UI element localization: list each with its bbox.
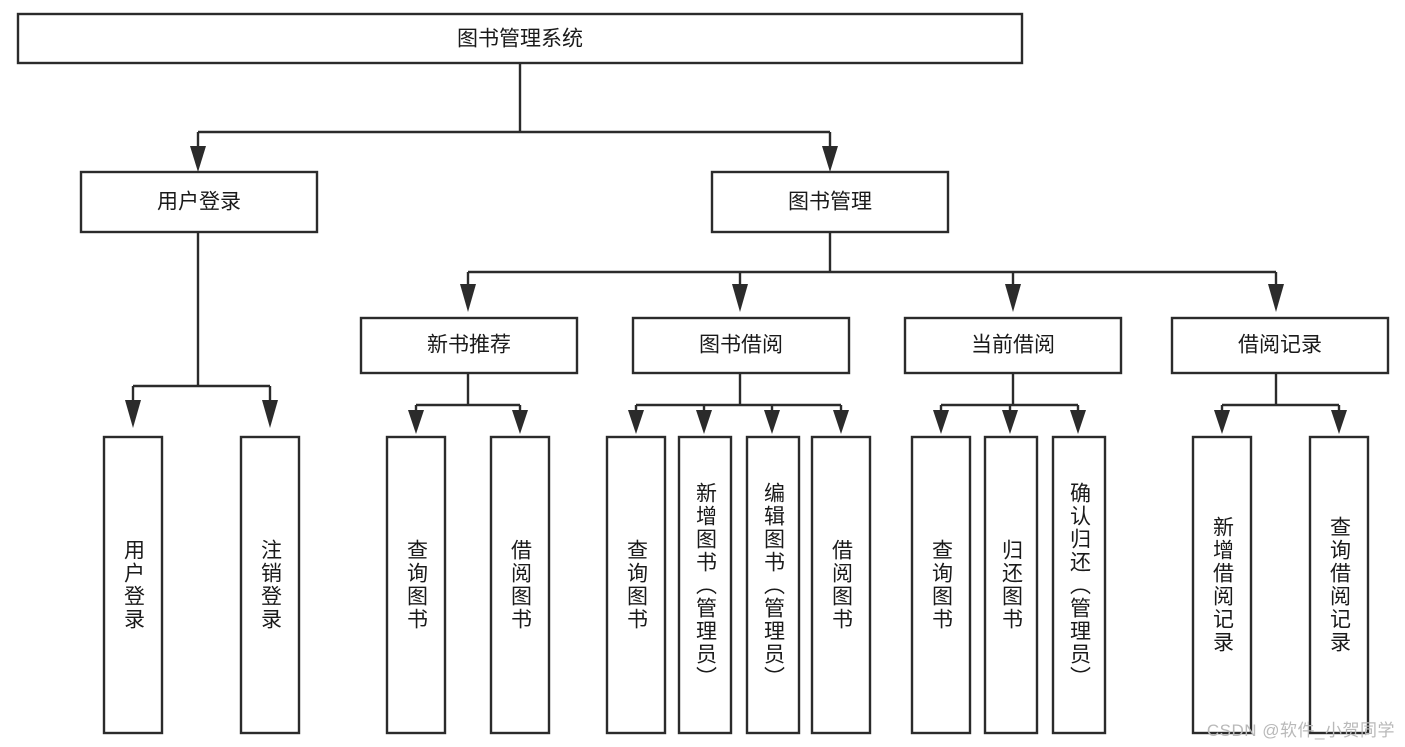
csdn-watermark: CSDN @软件_小贺同学: [1206, 721, 1395, 740]
node-new-book-recommend[interactable]: [359, 316, 579, 375]
arrow-to-leaf-add-record: [1214, 410, 1230, 434]
node-leaf-confirm-return[interactable]: [1051, 435, 1107, 735]
node-user-login-label: 用户登录: [157, 191, 241, 214]
node-leaf-query-record[interactable]: [1308, 435, 1370, 735]
node-leaf-add-book[interactable]: [677, 435, 733, 735]
arrow-to-leaf-query-book-3: [933, 410, 949, 434]
arrow-to-leaf-borrow-book-1: [512, 410, 528, 434]
node-leaf-borrow-book-1[interactable]: [489, 435, 551, 735]
arrow-to-user-login: [190, 146, 206, 172]
node-book-borrow[interactable]: [631, 316, 851, 375]
node-book-manage[interactable]: [710, 170, 950, 234]
node-current-borrow-label: 当前借阅: [971, 334, 1055, 357]
node-root[interactable]: [16, 12, 1024, 65]
node-leaf-query-book-2[interactable]: [605, 435, 667, 735]
node-leaf-return-book[interactable]: [983, 435, 1039, 735]
arrow-to-leaf-add-book: [696, 410, 712, 434]
node-leaf-add-record[interactable]: [1191, 435, 1253, 735]
node-user-login[interactable]: [79, 170, 319, 234]
arrow-to-new-book-recommend: [460, 284, 476, 312]
node-borrow-record-label: 借阅记录: [1238, 334, 1322, 357]
arrow-to-leaf-query-book-1: [408, 410, 424, 434]
node-book-manage-label: 图书管理: [788, 191, 872, 214]
arrow-to-leaf-query-record: [1331, 410, 1347, 434]
arrow-to-book-borrow: [732, 284, 748, 312]
node-leaf-user-login[interactable]: [102, 435, 164, 735]
node-leaf-query-book-1[interactable]: [385, 435, 447, 735]
edges-layer: [125, 63, 1347, 434]
node-new-book-recommend-label: 新书推荐: [427, 334, 511, 357]
node-book-borrow-label: 图书借阅: [699, 334, 783, 357]
arrow-to-leaf-return-book: [1002, 410, 1018, 434]
node-leaf-edit-book[interactable]: [745, 435, 801, 735]
arrow-to-leaf-user-login: [125, 400, 141, 428]
node-borrow-record[interactable]: [1170, 316, 1390, 375]
arrow-to-book-manage: [822, 146, 838, 172]
arrow-to-leaf-user-logout: [262, 400, 278, 428]
node-current-borrow[interactable]: [903, 316, 1123, 375]
arrow-to-leaf-borrow-book-2: [833, 410, 849, 434]
node-root-label: 图书管理系统: [457, 28, 583, 51]
node-leaf-query-book-3[interactable]: [910, 435, 972, 735]
arrow-to-borrow-record: [1268, 284, 1284, 312]
arrow-to-current-borrow: [1005, 284, 1021, 312]
arrow-to-leaf-edit-book: [764, 410, 780, 434]
arrow-to-leaf-query-book-2: [628, 410, 644, 434]
node-leaf-borrow-book-2[interactable]: [810, 435, 872, 735]
node-leaf-user-logout[interactable]: [239, 435, 301, 735]
nodes-layer: 图书管理系统 用户登录 图书管理 新书推荐 图书借阅 当前借阅 借阅记录: [16, 12, 1390, 735]
arrow-to-leaf-confirm-return: [1070, 410, 1086, 434]
